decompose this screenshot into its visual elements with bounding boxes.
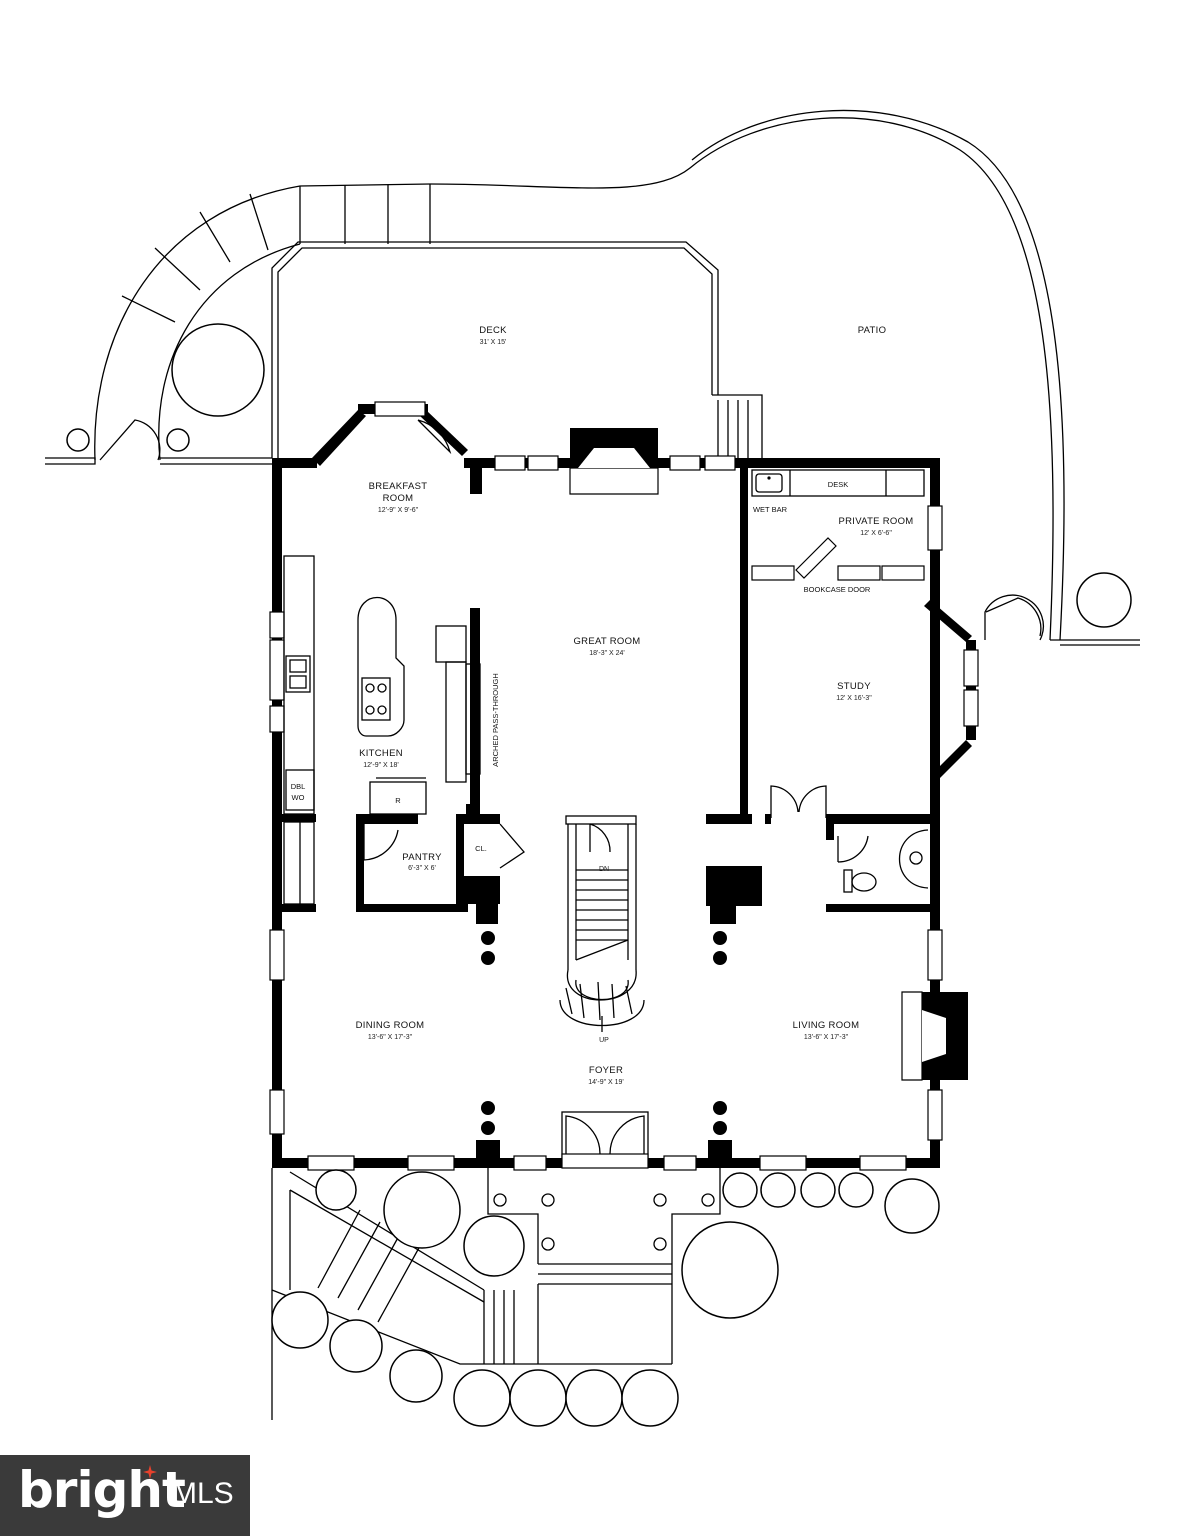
fridge-label: R [395, 796, 401, 805]
closet-door [499, 823, 525, 869]
interior-walls [272, 458, 936, 924]
floor-plan: DECK 31' X 15' PATIO BREAKFAST ROOM 12'-… [45, 109, 1140, 1427]
foyer-dims: 14'-9" X 19' [588, 1079, 624, 1086]
study-dims: 12' X 16'-3" [836, 695, 872, 702]
living-room-dims: 13'-6" X 17'-3" [804, 1034, 849, 1041]
study-label: STUDY [837, 681, 871, 692]
stair-down-label: DN [599, 866, 609, 873]
living-fireplace [901, 991, 968, 1081]
bright-mls-logo: bright MLS [0, 1455, 250, 1536]
foyer-label: FOYER [589, 1065, 623, 1076]
breakfast-door [417, 419, 452, 455]
breakfast-dims: 12'-9" X 9'-6" [378, 507, 419, 514]
deck-label: DECK [479, 325, 507, 336]
pantry-door [363, 824, 399, 861]
private-room-label: PRIVATE ROOM [838, 516, 913, 527]
rear-fireplace [569, 428, 659, 495]
bookcase-door-label: BOOKCASE DOOR [804, 585, 871, 594]
front-door [561, 1111, 649, 1169]
closet-label: CL. [475, 844, 487, 853]
pantry-label: PANTRY [402, 852, 442, 863]
private-room-dims: 12' X 6'-6" [860, 530, 892, 537]
front-porch [271, 1168, 721, 1420]
living-room-label: LIVING ROOM [793, 1020, 860, 1031]
kitchen-island [357, 596, 405, 737]
stair-up-label: UP [599, 1037, 609, 1044]
breakfast-label-line1: BREAKFAST [369, 481, 428, 492]
kitchen-label: KITCHEN [359, 748, 403, 759]
wo-label: WO [292, 793, 305, 802]
dining-room-dims: 13'-6" X 17'-3" [368, 1034, 413, 1041]
pantry-dims: 6'-3" X 6' [408, 865, 436, 872]
great-room-label: GREAT ROOM [573, 636, 640, 647]
logo-spark-icon [143, 1465, 157, 1479]
dbl-label: DBL [291, 782, 306, 791]
powder-room-fixtures [837, 829, 929, 893]
study-double-door [770, 785, 827, 818]
kitchen-dims: 12'-9" X 18' [363, 762, 399, 769]
wet-bar-counter [751, 469, 925, 497]
dining-room-label: DINING ROOM [356, 1020, 425, 1031]
patio-edge [429, 109, 1140, 646]
columns [476, 931, 732, 1160]
arched-pass-through-label: ARCHED PASS-THROUGH [491, 673, 500, 767]
landscaping-trees [66, 323, 1132, 1427]
logo-wordmark: bright [18, 1461, 186, 1519]
kitchen-cabinets [283, 555, 481, 905]
windows [269, 401, 979, 1171]
great-room-dims: 18'-3" X 24' [589, 650, 625, 657]
wet-bar-label: WET BAR [753, 505, 788, 514]
breakfast-label-line2: ROOM [383, 493, 414, 504]
curved-walkway [45, 183, 431, 465]
desk-label: DESK [828, 480, 848, 489]
deck-outline [271, 241, 763, 458]
patio-label: PATIO [858, 325, 887, 336]
study-exterior-door [985, 597, 1042, 637]
logo-mls-text: MLS [172, 1477, 234, 1510]
staircase [559, 815, 645, 1032]
deck-dims: 31' X 15' [480, 339, 507, 346]
